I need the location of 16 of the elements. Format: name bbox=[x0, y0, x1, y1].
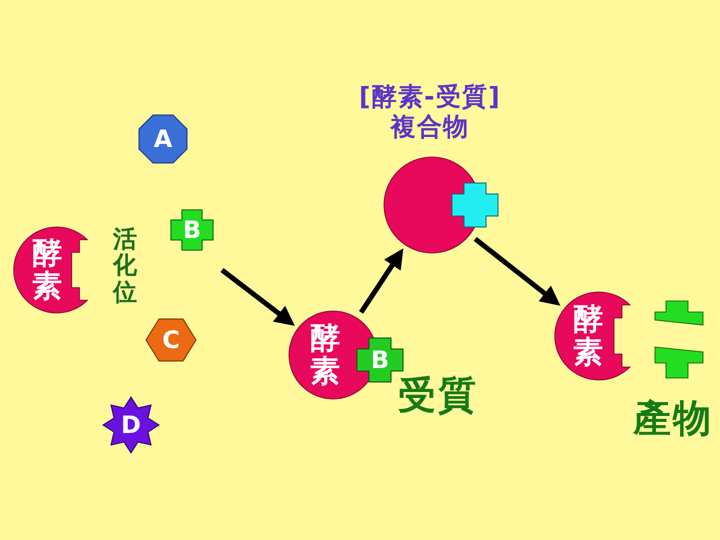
arrow bbox=[474, 236, 560, 306]
shape-letter: C bbox=[162, 328, 180, 352]
complex-heading: 複合物 bbox=[390, 112, 470, 142]
shape-letter: A bbox=[154, 127, 172, 151]
shape-letter: B bbox=[182, 218, 202, 242]
caption-text: 受質 bbox=[398, 375, 478, 417]
caption-text: 產物 bbox=[633, 398, 713, 440]
arrow bbox=[220, 268, 295, 326]
shape-letter: B bbox=[370, 348, 390, 372]
complex-heading: [酵素-受質] bbox=[359, 82, 501, 112]
shape-letter: D bbox=[121, 413, 141, 437]
arrow bbox=[359, 248, 404, 314]
caption-text: 活化位 bbox=[113, 226, 137, 306]
enzyme-label: 酵素 bbox=[573, 303, 603, 369]
enzyme-label: 酵素 bbox=[310, 322, 340, 388]
enzyme-label: 酵素 bbox=[32, 237, 62, 303]
